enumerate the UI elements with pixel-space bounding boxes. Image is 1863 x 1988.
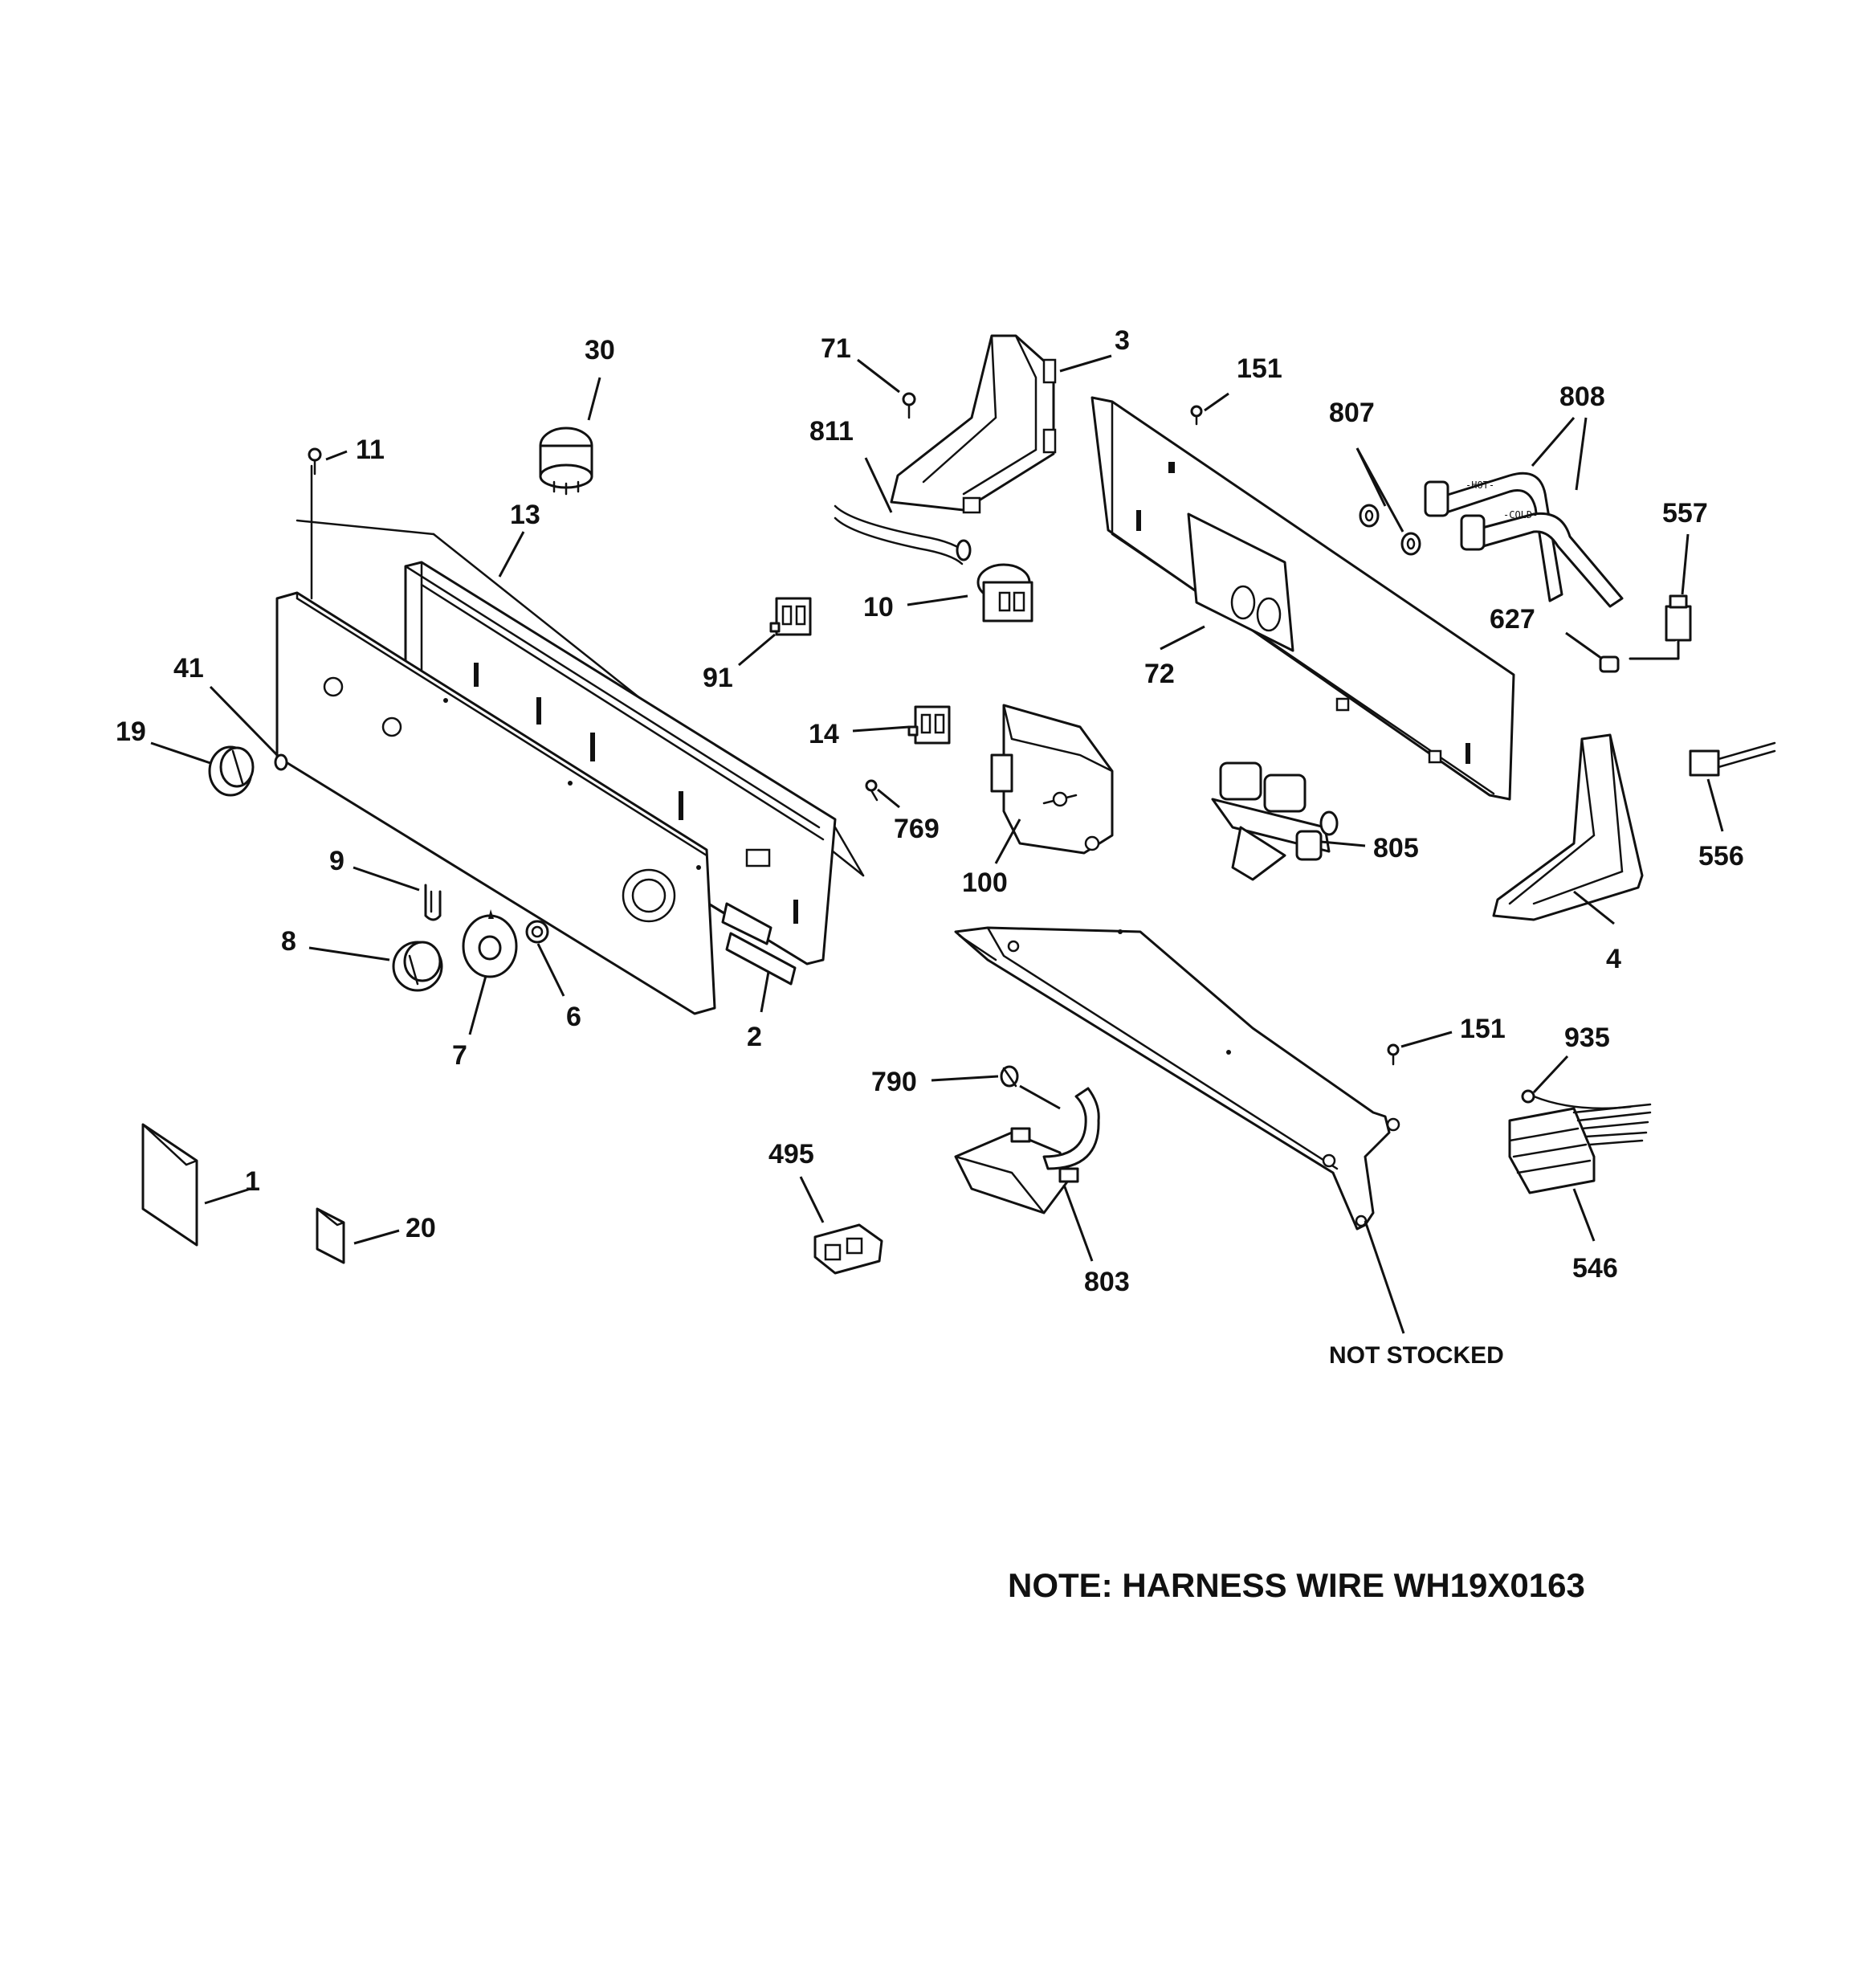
callout-495: 495	[768, 1139, 814, 1170]
callout-20: 20	[406, 1213, 436, 1243]
callout-14: 14	[809, 719, 839, 749]
screw-151-bottom	[1387, 1043, 1400, 1066]
callout-100: 100	[962, 867, 1008, 898]
pressure-switch-10	[976, 563, 1033, 623]
knob-8	[392, 941, 443, 992]
housing-803	[954, 1087, 1100, 1214]
callout-91: 91	[703, 663, 733, 693]
callout-790: 790	[871, 1067, 917, 1097]
strain-relief-627	[1599, 655, 1620, 673]
callout-151-top: 151	[1237, 353, 1282, 384]
callout-numbers: 11 30 13 41 19 9 8 7 6 2 1 20 71 811 3 1…	[116, 325, 1744, 1369]
callout-13: 13	[510, 500, 540, 530]
callout-9: 9	[329, 846, 344, 876]
callout-3: 3	[1115, 325, 1130, 356]
callout-6: 6	[566, 1002, 581, 1032]
lower-panel-not-stocked	[954, 926, 1400, 1231]
hose-hot-label: -HOT-	[1466, 480, 1494, 491]
hose-cold-label: -COLD-	[1503, 509, 1538, 520]
screw-151-top	[1190, 405, 1203, 426]
washer-807-a	[1359, 504, 1380, 528]
screw-71	[902, 392, 916, 419]
switch-91	[769, 597, 812, 636]
callout-10: 10	[863, 592, 894, 623]
callout-935: 935	[1564, 1023, 1610, 1053]
wire-harness-546	[1508, 1103, 1652, 1194]
leader-lines	[150, 354, 1724, 1334]
callout-71: 71	[821, 333, 851, 364]
callout-41: 41	[173, 653, 204, 684]
callout-627: 627	[1490, 604, 1535, 635]
knob-19	[208, 745, 255, 797]
callout-151-bottom: 151	[1460, 1014, 1506, 1044]
tube-811	[834, 504, 972, 565]
filter-30	[539, 427, 593, 496]
power-cord-557	[1629, 594, 1692, 660]
washer-807-b	[1400, 532, 1421, 556]
dial-7	[462, 909, 518, 978]
connector-556	[1689, 741, 1776, 777]
callout-72: 72	[1144, 659, 1175, 689]
clip-9	[424, 884, 442, 921]
callout-556: 556	[1698, 841, 1744, 872]
control-console-front	[275, 591, 716, 1015]
literature-1	[141, 1123, 198, 1247]
callout-557: 557	[1662, 498, 1708, 529]
harness-wire-note: NOTE: HARNESS WIRE WH19X0163	[1008, 1566, 1585, 1604]
timer-100	[990, 704, 1114, 855]
callout-805: 805	[1373, 833, 1419, 863]
callout-7: 7	[452, 1040, 467, 1071]
rear-panel-72	[1090, 396, 1515, 801]
callout-30: 30	[585, 335, 615, 365]
connector-495	[813, 1223, 883, 1275]
callout-807: 807	[1329, 398, 1375, 428]
screw-11	[308, 447, 322, 476]
clamp-790	[1000, 1065, 1019, 1088]
ground-wire-935	[1521, 1089, 1632, 1110]
screw-769	[865, 779, 879, 802]
water-valve-805	[1211, 761, 1339, 881]
nut-6	[525, 920, 549, 944]
callout-4: 4	[1606, 944, 1621, 974]
callout-19: 19	[116, 716, 146, 747]
callout-811: 811	[809, 416, 854, 447]
callout-803: 803	[1084, 1267, 1130, 1297]
literature-20	[316, 1207, 345, 1264]
callout-1: 1	[245, 1166, 260, 1197]
callout-808: 808	[1559, 382, 1605, 412]
callout-546: 546	[1572, 1253, 1618, 1284]
end-cap-4	[1492, 733, 1644, 921]
spring-41	[274, 753, 288, 771]
end-cap-3	[890, 334, 1057, 514]
inlet-hoses-808: -HOT- -COLD-	[1424, 471, 1624, 608]
label-not-stocked: NOT STOCKED	[1329, 1342, 1504, 1369]
callout-2: 2	[747, 1022, 762, 1052]
callout-769: 769	[894, 814, 940, 844]
switch-14	[907, 705, 951, 745]
callout-8: 8	[281, 926, 296, 957]
callout-11: 11	[356, 435, 385, 465]
